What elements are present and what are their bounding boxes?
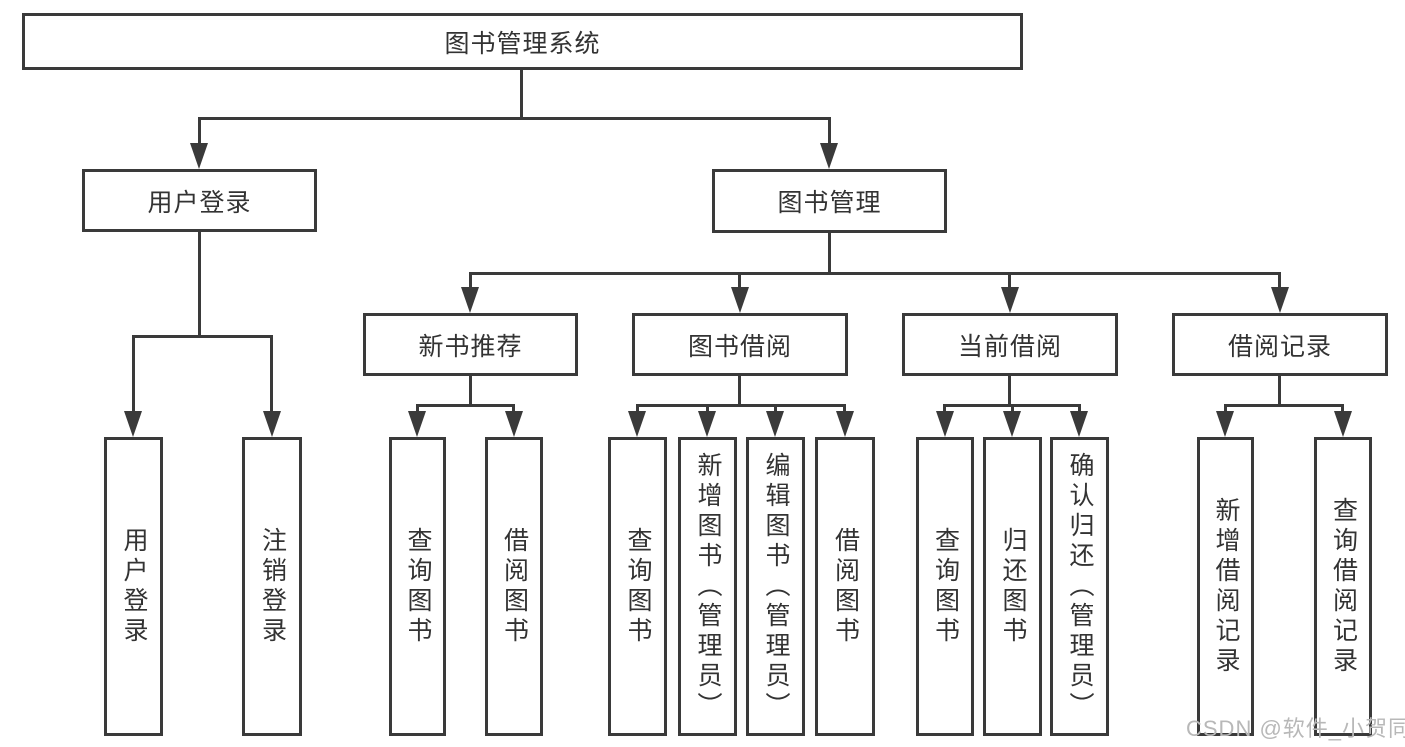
connector-drop-user-login (198, 117, 201, 147)
node-current-borrow-label: 当前借阅 (957, 332, 1062, 361)
leaf-confirm-return-admin: 确认归还（管理员） (1050, 437, 1109, 736)
connector-drop (774, 404, 777, 416)
leaf-label: 新增图书（管理员） (694, 451, 722, 722)
node-book-management-label: 图书管理 (777, 189, 882, 217)
connector-borrow-records-bar (1224, 404, 1344, 407)
leaf-logout: 注销登录 (242, 437, 302, 736)
arrowhead (1003, 411, 1021, 437)
arrowhead (1334, 411, 1352, 437)
arrowhead-book-borrow (731, 287, 749, 313)
leaf-label: 借阅图书 (831, 526, 860, 647)
node-new-book-recommend: 新书推荐 (363, 313, 578, 376)
leaf-borrow-books: 借阅图书 (815, 437, 875, 736)
arrowhead-user-login (190, 143, 208, 169)
leaf-query-books-recommend: 查询图书 (389, 437, 446, 736)
connector-drop (416, 404, 419, 416)
leaf-label: 借阅图书 (500, 526, 529, 647)
node-book-borrow: 图书借阅 (632, 313, 848, 376)
connector-drop-new-book (469, 272, 472, 292)
arrowhead-leaf-logout (263, 411, 281, 437)
leaf-label: 新增借阅记录 (1212, 496, 1240, 677)
arrowhead (836, 411, 854, 437)
connector-drop (1224, 404, 1227, 416)
leaf-label: 查询借阅记录 (1329, 496, 1358, 677)
leaf-user-login: 用户登录 (104, 437, 163, 736)
connector-book-management-stem (828, 231, 831, 275)
node-root: 图书管理系统 (22, 13, 1023, 70)
leaf-label: 用户登录 (120, 526, 148, 647)
node-user-login-label: 用户登录 (147, 188, 252, 217)
leaf-add-books-admin: 新增图书（管理员） (678, 437, 737, 736)
connector-drop-borrow-records (1278, 272, 1281, 292)
leaf-edit-books-admin: 编辑图书（管理员） (746, 437, 805, 736)
arrowhead (1216, 411, 1234, 437)
csdn-watermark: CSDN @软件_小贺同学 (1186, 716, 1405, 741)
leaf-label: 注销登录 (258, 526, 287, 647)
connector-drop-current-borrow (1008, 272, 1011, 292)
node-new-book-recommend-label: 新书推荐 (418, 332, 523, 361)
arrowhead (628, 411, 646, 437)
leaf-add-borrow-record: 新增借阅记录 (1197, 437, 1254, 736)
arrowhead-new-book (461, 287, 479, 313)
node-root-label: 图书管理系统 (444, 29, 601, 58)
connector-drop (636, 404, 639, 416)
arrowhead (936, 411, 954, 437)
arrowhead-leaf-login (124, 411, 142, 437)
leaf-query-borrow-record: 查询借阅记录 (1314, 437, 1372, 736)
connector-drop (512, 404, 515, 416)
leaf-label: 编辑图书（管理员） (762, 451, 790, 722)
connector-book-borrow-bar (636, 404, 846, 407)
leaf-query-books-borrow: 查询图书 (608, 437, 667, 736)
connector-book-borrow-stem (738, 374, 741, 407)
node-borrow-records: 借阅记录 (1172, 313, 1388, 376)
node-current-borrow: 当前借阅 (902, 313, 1118, 376)
connector-drop-book-management (828, 117, 831, 147)
arrowhead (698, 411, 716, 437)
arrowhead (505, 411, 523, 437)
arrowhead-book-management (820, 143, 838, 169)
connector-user-login-bar (132, 335, 273, 338)
arrowhead-current-borrow (1001, 287, 1019, 313)
leaf-label: 归还图书 (999, 526, 1027, 647)
connector-new-book-stem (469, 374, 472, 407)
connector-drop-leaf-logout (270, 335, 273, 415)
connector-borrow-records-stem (1278, 374, 1281, 407)
node-book-management: 图书管理 (712, 169, 947, 233)
leaf-label: 查询图书 (931, 526, 960, 647)
connector-current-borrow-stem (1008, 374, 1011, 407)
connector-drop (706, 404, 709, 416)
connector-drop (943, 404, 946, 416)
connector-drop (1341, 404, 1344, 416)
arrowhead-borrow-records (1271, 287, 1289, 313)
arrowhead (766, 411, 784, 437)
leaf-label: 查询图书 (404, 526, 432, 647)
connector-drop-book-borrow (738, 272, 741, 292)
leaf-return-books: 归还图书 (983, 437, 1042, 736)
connector-user-login-stem (198, 230, 201, 337)
connector-drop (1078, 404, 1081, 416)
connector-new-book-bar (416, 404, 515, 407)
connector-root-stem (520, 68, 523, 120)
node-book-borrow-label: 图书借阅 (687, 332, 792, 361)
node-borrow-records-label: 借阅记录 (1227, 332, 1332, 361)
node-user-login: 用户登录 (82, 169, 317, 232)
connector-drop-leaf-login (132, 335, 135, 415)
leaf-borrow-books-recommend: 借阅图书 (485, 437, 543, 736)
arrowhead (408, 411, 426, 437)
connector-level3-bar (469, 272, 1281, 275)
leaf-label: 查询图书 (624, 526, 652, 647)
arrowhead (1070, 411, 1088, 437)
connector-level2-bar (198, 117, 831, 120)
connector-drop (843, 404, 846, 416)
leaf-label: 确认归还（管理员） (1066, 451, 1094, 722)
leaf-query-books-current: 查询图书 (916, 437, 974, 736)
connector-drop (1011, 404, 1014, 416)
